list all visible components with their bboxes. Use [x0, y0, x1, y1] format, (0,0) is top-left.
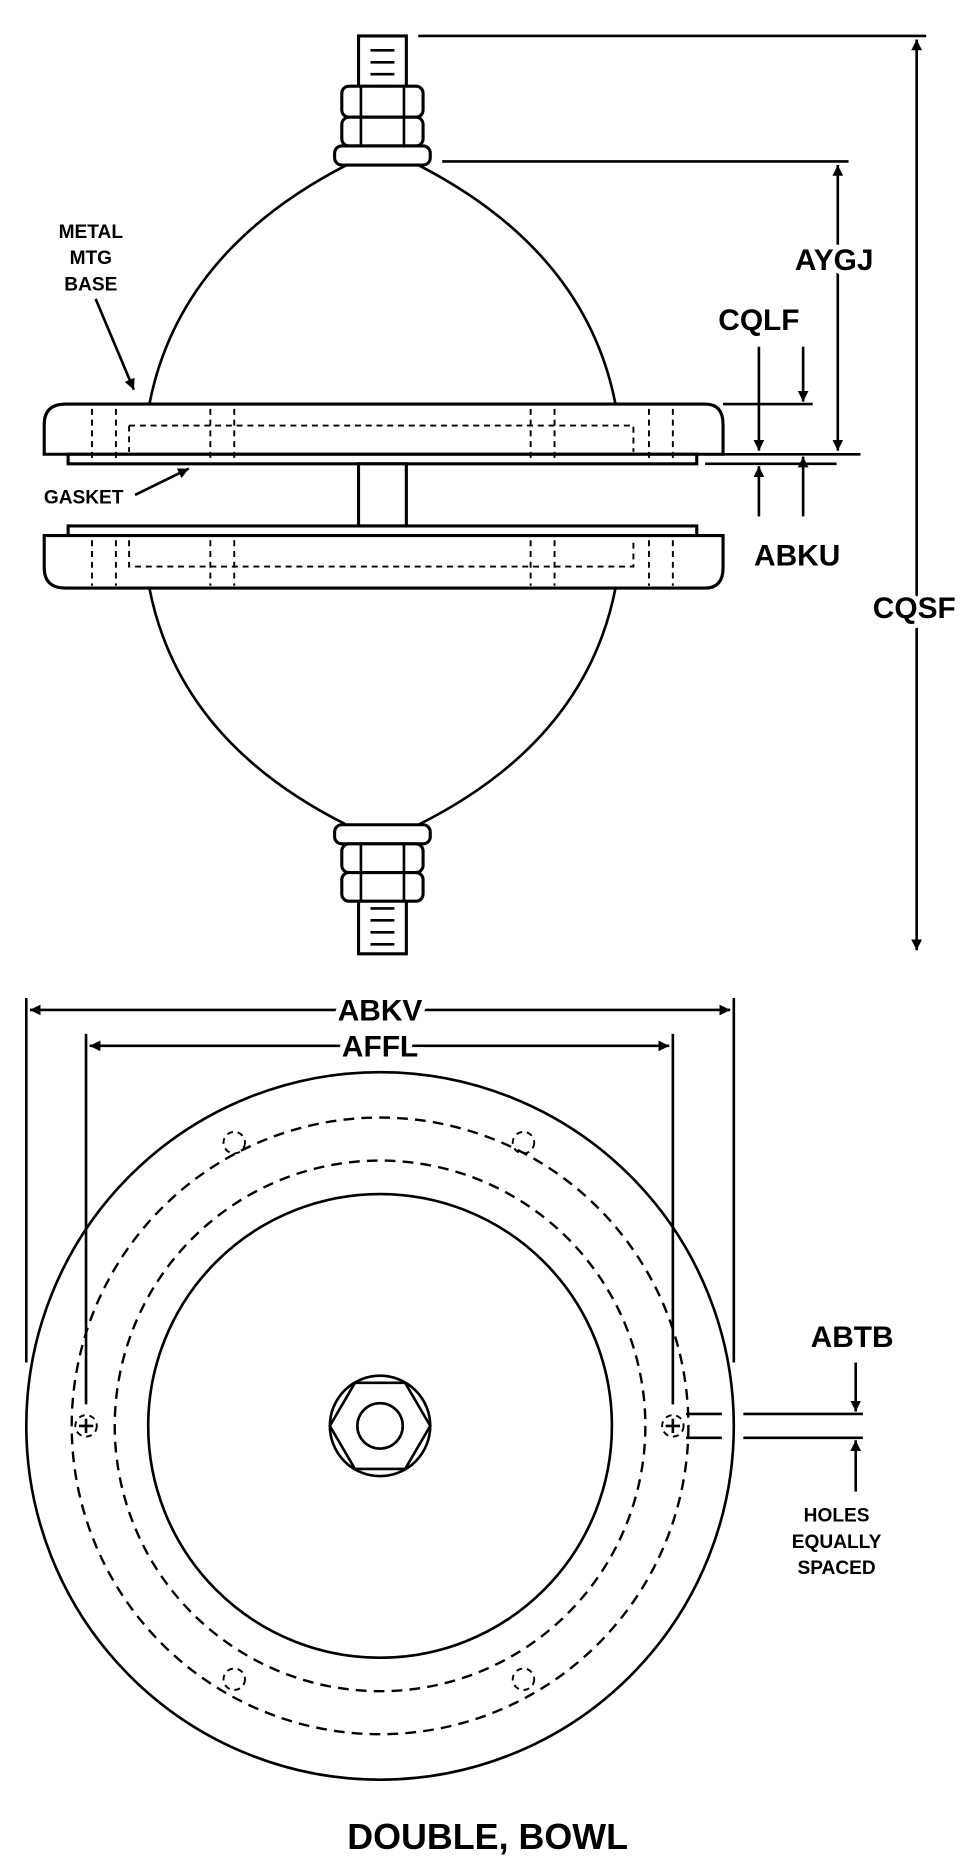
holes-note-1: HOLES [804, 1505, 870, 1526]
cqsf-label: CQSF [873, 592, 956, 625]
bolt-circle [70, 1116, 690, 1736]
mounting-holes [74, 1130, 685, 1691]
abtb-label: ABTB [811, 1321, 894, 1354]
plan-view: ABKV AFFL ABTB HOLES EQUALLY SPACED [24, 989, 894, 1781]
affl-label: AFFL [342, 1031, 418, 1064]
top-threaded-stud [333, 34, 432, 167]
diagram-title: DOUBLE, BOWL [347, 1817, 628, 1857]
holes-note-3: SPACED [797, 1558, 875, 1579]
holes-note-2: EQUALLY [792, 1532, 882, 1553]
abku-label: ABKU [754, 539, 840, 572]
outer-flange-circle [24, 1070, 736, 1781]
aygj-label: AYGJ [795, 244, 874, 277]
upper-flange [42, 402, 725, 456]
bottom-threaded-stud [333, 823, 432, 956]
cqlf-label: CQLF [718, 304, 799, 337]
abkv-label: ABKV [338, 995, 423, 1028]
bowl-circle [146, 1192, 614, 1660]
metal-mtg-base-label-2: MTG [70, 248, 112, 269]
side-view: METAL MTG BASE GASKET CQSF AYGJ CQLF ABK… [42, 34, 961, 956]
metal-mtg-base-label-1: METAL [59, 222, 124, 243]
lower-flange [42, 533, 725, 590]
upper-bowl [148, 163, 617, 405]
gasket-label: GASKET [44, 487, 124, 508]
center-hex-nut [328, 1374, 432, 1478]
center-stem [356, 462, 408, 528]
metal-mtg-base-label-3: BASE [64, 275, 117, 296]
lower-bowl [148, 587, 617, 826]
